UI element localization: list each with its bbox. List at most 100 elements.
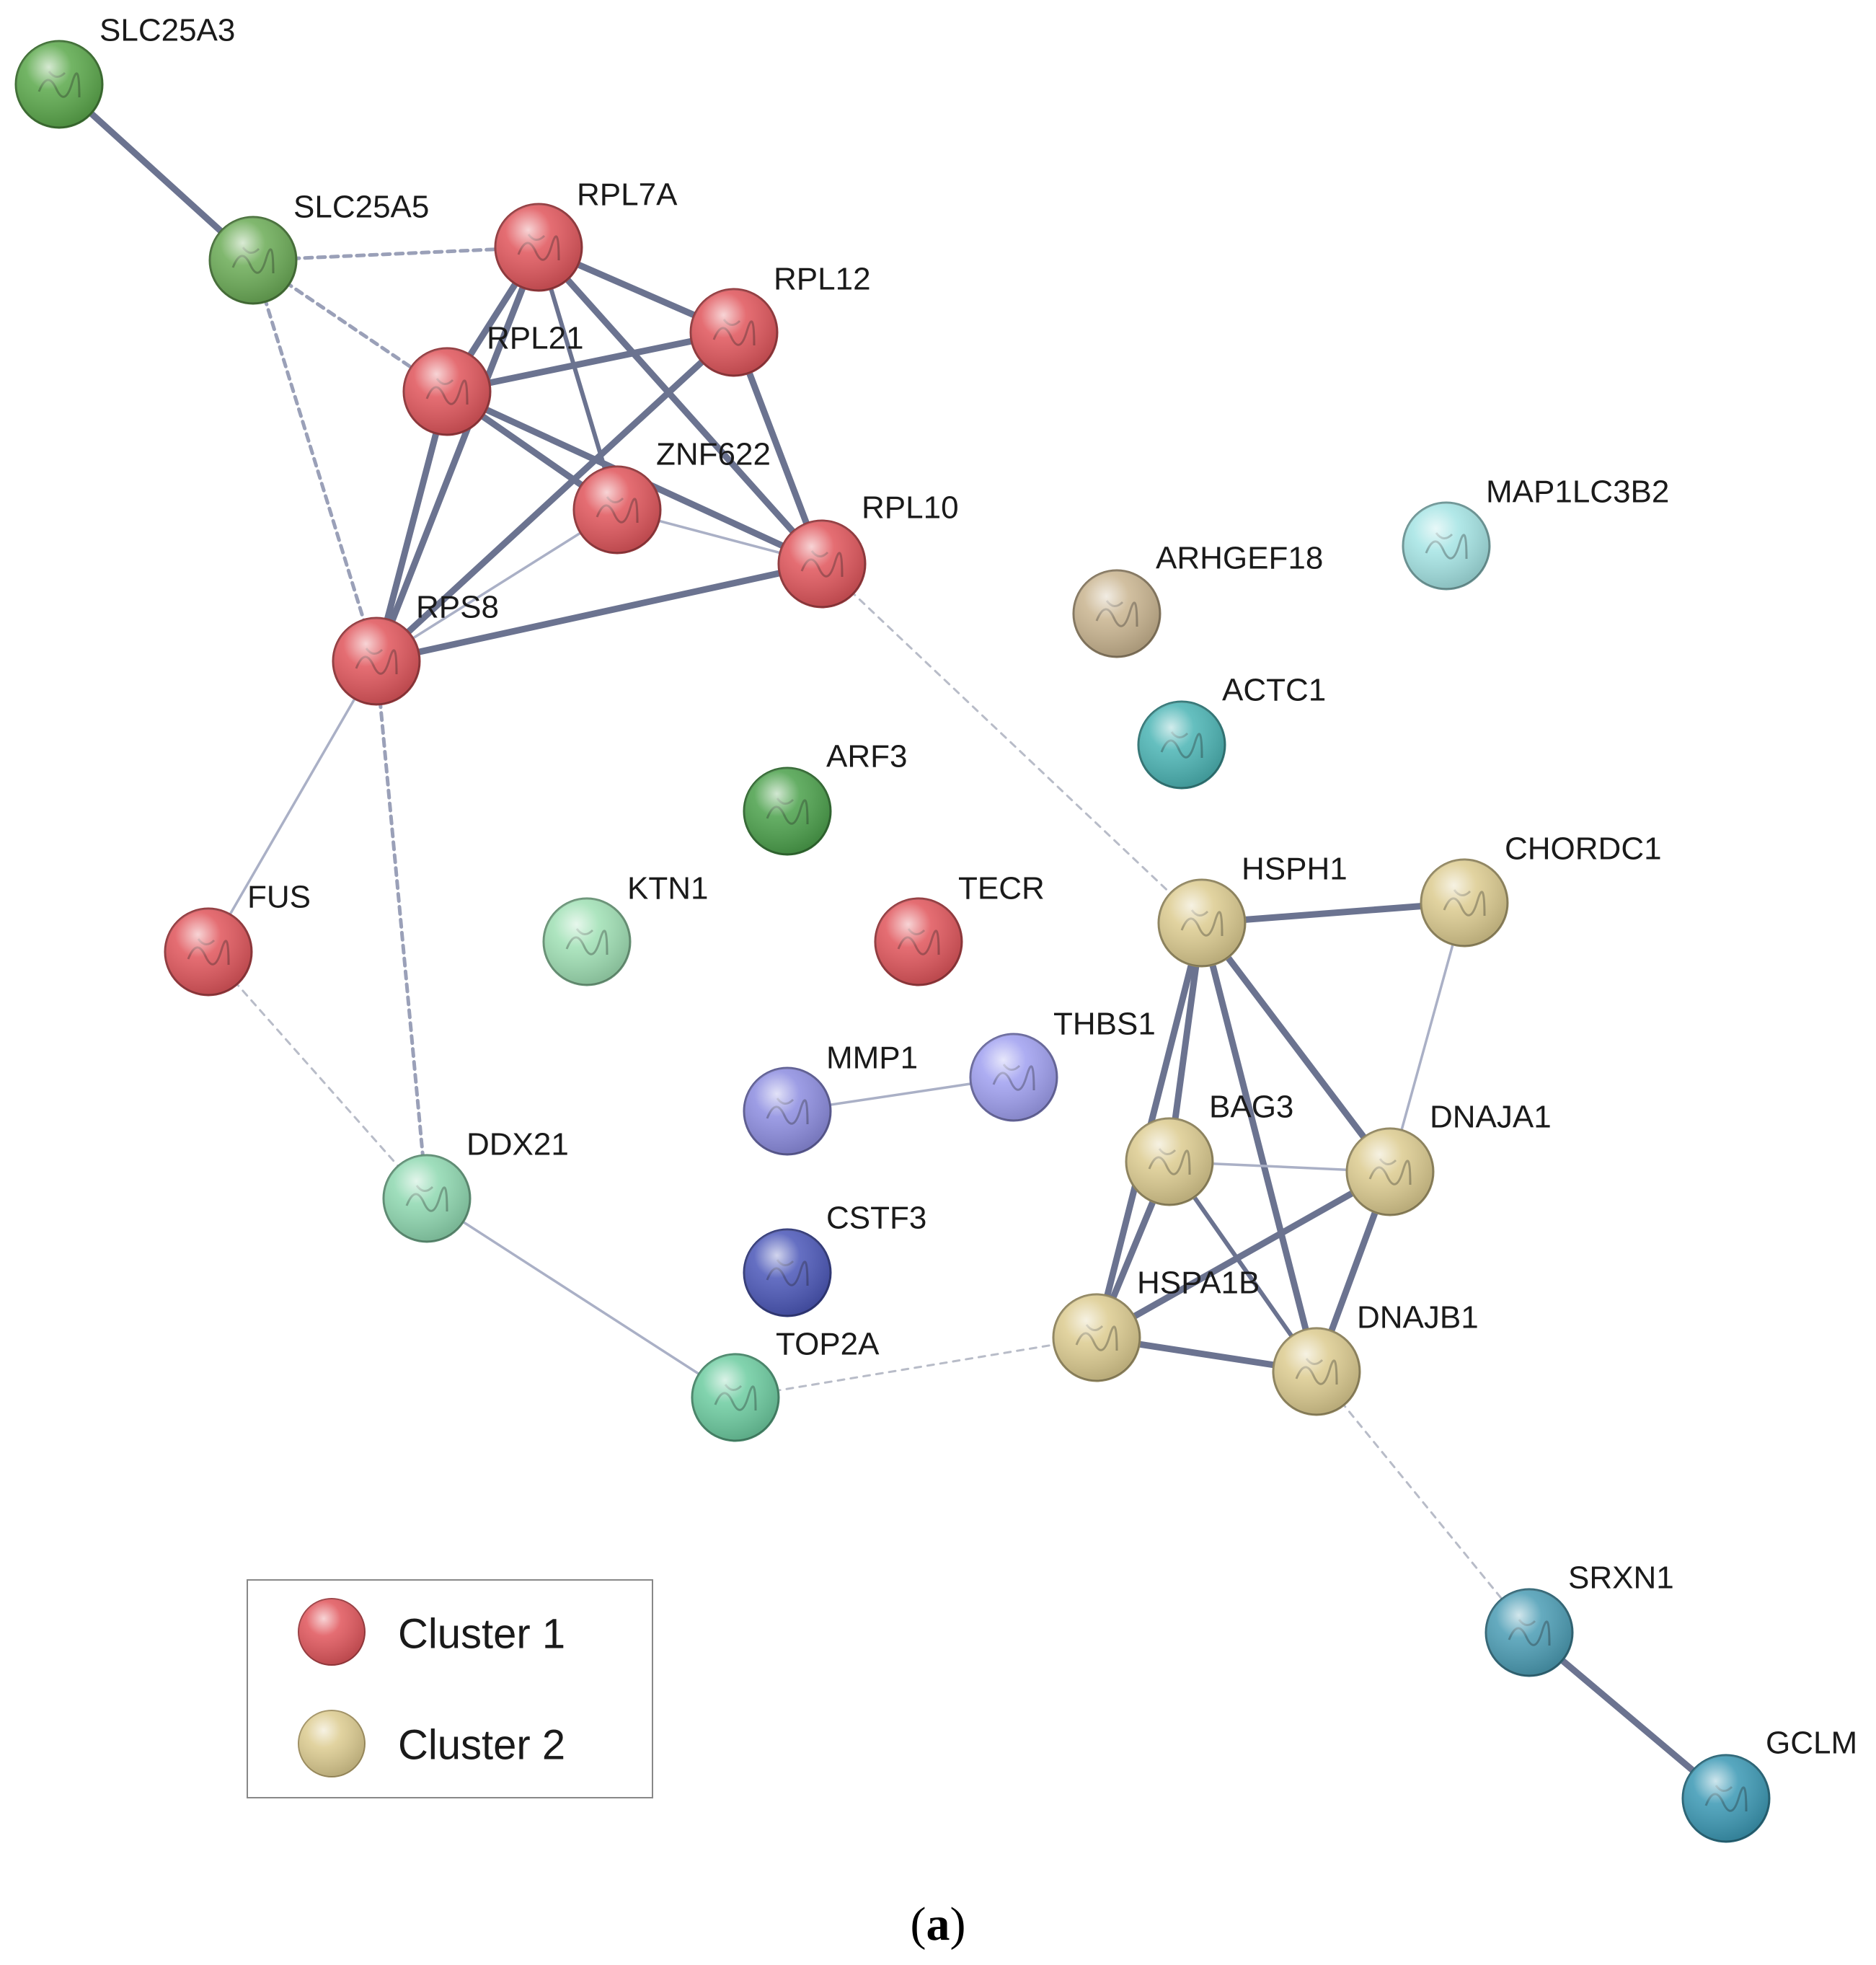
node-label-hspa1b: HSPA1B: [1137, 1266, 1260, 1301]
edge-rpl12-rpl21: [443, 329, 738, 395]
edge-rpl21-rps8: [373, 388, 451, 665]
node-bag3[interactable]: BAG3: [1125, 1090, 1293, 1206]
legend-label-cluster-2: Cluster 2: [398, 1721, 565, 1768]
node-label-rpl21: RPL21: [487, 321, 584, 356]
node-gloss: [779, 521, 865, 607]
node-label-slc25a5: SLC25A5: [293, 190, 429, 225]
node-label-cstf3: CSTF3: [826, 1201, 926, 1236]
node-label-fus: FUS: [247, 880, 311, 915]
node-label-rps8: RPS8: [416, 590, 499, 625]
node-label-map1lc3b2: MAP1LC3B2: [1486, 474, 1669, 510]
figure-caption: (a): [911, 1898, 966, 1951]
node-rpl21[interactable]: RPL21: [402, 321, 584, 436]
node-label-slc25a3: SLC25A3: [99, 13, 235, 48]
node-arhgef18[interactable]: ARHGEF18: [1072, 541, 1323, 658]
edge-znf622-rps8: [375, 508, 619, 663]
node-label-dnaja1: DNAJA1: [1430, 1100, 1552, 1135]
node-label-top2a: TOP2A: [776, 1327, 880, 1362]
node-hspa1b[interactable]: HSPA1B: [1052, 1266, 1260, 1382]
node-label-chordc1: CHORDC1: [1505, 831, 1662, 867]
node-label-actc1: ACTC1: [1222, 673, 1326, 708]
edge-slc25a5-rps8: [251, 258, 379, 663]
node-ddx21[interactable]: DDX21: [382, 1127, 569, 1243]
node-slc25a5[interactable]: SLC25A5: [208, 190, 429, 305]
node-gloss: [1403, 503, 1490, 589]
legend-item-cluster-1: Cluster 1: [298, 1598, 565, 1666]
node-rpl12[interactable]: RPL12: [689, 262, 871, 377]
legend-label-cluster-1: Cluster 1: [398, 1610, 565, 1657]
node-rps8[interactable]: RPS8: [332, 590, 499, 706]
edge-chordc1-dnaja1: [1389, 901, 1466, 1173]
node-dnajb1[interactable]: DNAJB1: [1272, 1300, 1479, 1416]
node-gloss: [165, 909, 252, 995]
node-slc25a3[interactable]: SLC25A3: [14, 13, 235, 129]
node-znf622[interactable]: ZNF622: [572, 437, 771, 555]
node-fus[interactable]: FUS: [164, 880, 311, 997]
edge-rpl10-rps8: [373, 560, 826, 665]
node-gloss: [574, 467, 660, 553]
node-srxn1[interactable]: SRXN1: [1485, 1560, 1674, 1677]
node-gloss: [1273, 1328, 1360, 1415]
node-thbs1[interactable]: THBS1: [969, 1007, 1156, 1122]
node-map1lc3b2[interactable]: MAP1LC3B2: [1402, 474, 1669, 591]
edge-fus-ddx21: [207, 950, 428, 1200]
node-gloss: [495, 204, 582, 291]
edge-hsph1-dnajb1: [1198, 919, 1320, 1375]
node-mmp1[interactable]: MMP1: [743, 1041, 918, 1156]
node-label-srxn1: SRXN1: [1568, 1560, 1674, 1596]
node-label-ddx21: DDX21: [466, 1127, 569, 1162]
node-label-rpl10: RPL10: [862, 490, 959, 526]
node-top2a[interactable]: TOP2A: [691, 1327, 880, 1442]
node-label-thbs1: THBS1: [1053, 1007, 1156, 1042]
node-gclm[interactable]: GCLM: [1681, 1726, 1857, 1843]
node-gloss: [875, 898, 962, 985]
node-gloss: [404, 348, 490, 435]
node-tecr[interactable]: TECR: [874, 871, 1045, 986]
node-gloss: [1347, 1129, 1433, 1215]
node-rpl10[interactable]: RPL10: [777, 490, 959, 609]
node-label-bag3: BAG3: [1209, 1090, 1293, 1125]
node-label-tecr: TECR: [958, 871, 1045, 906]
node-chordc1[interactable]: CHORDC1: [1420, 831, 1662, 948]
edge-rpl12-rps8: [373, 329, 738, 665]
node-label-arf3: ARF3: [826, 739, 907, 774]
node-gloss: [1074, 570, 1160, 657]
node-gloss: [744, 1068, 831, 1154]
node-gloss: [16, 41, 102, 128]
node-label-gclm: GCLM: [1766, 1726, 1857, 1761]
legend-swatch-gloss: [298, 1599, 365, 1665]
node-label-hsph1: HSPH1: [1242, 852, 1348, 887]
node-gloss: [1421, 860, 1508, 946]
node-gloss: [210, 217, 296, 304]
node-ktn1[interactable]: KTN1: [542, 871, 708, 986]
node-gloss: [744, 768, 831, 855]
node-actc1[interactable]: ACTC1: [1137, 673, 1326, 790]
edge-rpl10-hsph1: [820, 562, 1203, 924]
node-label-rpl12: RPL12: [774, 262, 871, 297]
edge-rpl7a-rpl10: [535, 244, 826, 568]
node-label-rpl7a: RPL7A: [577, 177, 678, 213]
node-rpl7a[interactable]: RPL7A: [494, 177, 678, 292]
edge-rpl7a-rps8: [373, 244, 542, 665]
node-label-znf622: ZNF622: [656, 437, 771, 472]
node-gloss: [1138, 702, 1225, 788]
edge-rps8-ddx21: [374, 659, 429, 1201]
legend-item-cluster-2: Cluster 2: [298, 1710, 565, 1778]
node-cstf3[interactable]: CSTF3: [743, 1201, 926, 1317]
node-gloss: [1053, 1294, 1140, 1381]
node-gloss: [970, 1034, 1057, 1121]
node-gloss: [1159, 880, 1245, 966]
legend-swatch-gloss: [298, 1710, 365, 1777]
node-label-ktn1: KTN1: [627, 871, 708, 906]
node-gloss: [691, 289, 777, 376]
edge-slc25a5-rpl7a: [251, 245, 541, 262]
edge-dnaja1-hspa1b: [1093, 1168, 1394, 1341]
node-gloss: [744, 1229, 831, 1316]
node-gloss: [384, 1155, 470, 1242]
node-arf3[interactable]: ARF3: [743, 739, 907, 856]
node-gloss: [333, 618, 420, 705]
node-hsph1[interactable]: HSPH1: [1157, 852, 1348, 968]
node-dnaja1[interactable]: DNAJA1: [1345, 1100, 1552, 1216]
